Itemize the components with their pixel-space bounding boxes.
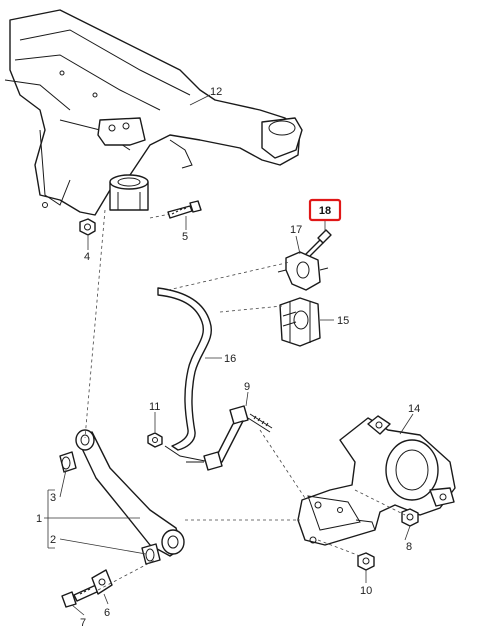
callout-7: 7 bbox=[80, 617, 86, 629]
callout-3: 3 bbox=[50, 492, 56, 504]
bolt-part-18 bbox=[304, 229, 332, 259]
callout-15: 15 bbox=[337, 315, 349, 327]
callout-18: 18 bbox=[319, 205, 331, 217]
callout-2: 2 bbox=[50, 534, 56, 546]
stabilizer-mount-part-15 bbox=[279, 297, 321, 347]
subframe-bushing bbox=[109, 174, 149, 211]
callout-9: 9 bbox=[244, 381, 250, 393]
callout-6: 6 bbox=[104, 607, 110, 619]
assembly-lines bbox=[84, 209, 406, 591]
wheel-bearing-housing-part-14 bbox=[297, 415, 456, 546]
callout-16: 16 bbox=[224, 353, 236, 365]
callout-1: 1 bbox=[36, 513, 42, 525]
nut-part-4 bbox=[79, 218, 96, 236]
stabilizer-bar-part-16 bbox=[157, 287, 212, 463]
nut-part-11 bbox=[147, 432, 163, 448]
nut-10-guide bbox=[317, 539, 361, 557]
callout-11: 11 bbox=[149, 401, 160, 413]
highlight-box bbox=[308, 198, 342, 222]
bushing-part-3 bbox=[59, 451, 77, 473]
callout-12: 12 bbox=[210, 86, 222, 98]
callout-17: 17 bbox=[290, 224, 302, 236]
bolt-part-5 bbox=[149, 200, 202, 219]
bushing-part-2 bbox=[141, 543, 161, 565]
callout-labels: 12 4 5 17 15 16 9 11 14 8 10 6 7 3 1 2 bbox=[36, 86, 420, 629]
bracket-part-17 bbox=[277, 251, 329, 291]
nut-part-10 bbox=[357, 552, 375, 571]
washer-part-6 bbox=[91, 569, 113, 595]
nut-part-8 bbox=[401, 508, 419, 527]
callout-4: 4 bbox=[84, 251, 90, 263]
callout-10: 10 bbox=[360, 585, 372, 597]
callout-14: 14 bbox=[408, 403, 420, 415]
callout-18-highlight[interactable]: 18 bbox=[308, 198, 342, 222]
bolt-part-7 bbox=[61, 584, 100, 608]
callout-8: 8 bbox=[406, 541, 412, 553]
callout-5: 5 bbox=[182, 231, 188, 243]
leader-lines bbox=[44, 94, 414, 616]
transverse-link-part-1 bbox=[75, 429, 185, 557]
coupling-rod-part-9 bbox=[186, 405, 273, 471]
subframe-part bbox=[4, 9, 303, 216]
